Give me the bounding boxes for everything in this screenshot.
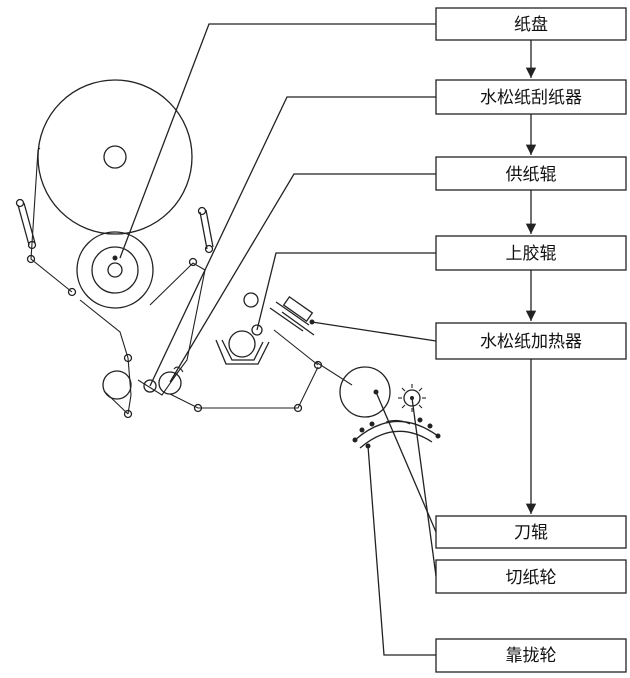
- label-paper-feed-roller: 供纸辊: [435, 156, 627, 191]
- label-wax-paper-heater: 水松纸加热器: [435, 322, 627, 360]
- label-wax-paper-scraper: 水松纸刮纸器: [435, 79, 627, 115]
- label-wax-paper-scraper-text: 水松纸刮纸器: [480, 88, 582, 108]
- label-paper-tray: 纸盘: [435, 7, 627, 41]
- label-paper-feed-roller-text: 供纸辊: [506, 165, 557, 185]
- tension-arms: [15, 198, 214, 254]
- heater: [269, 295, 315, 336]
- label-closing-wheel-text: 靠拢轮: [506, 646, 557, 666]
- leader-lines: [119, 23, 437, 656]
- label-paper-cutting-wheel-text: 切纸轮: [506, 568, 557, 588]
- label-wax-paper-heater-text: 水松纸加热器: [480, 332, 582, 352]
- label-glue-roller: 上胶辊: [435, 235, 627, 271]
- label-knife-roller: 刀辊: [435, 515, 627, 549]
- paper-web: [26, 147, 353, 419]
- paper-reel: [37, 79, 193, 309]
- cutting-unit: [339, 366, 441, 449]
- glue-unit: [215, 292, 270, 365]
- label-knife-roller-text: 刀辊: [514, 523, 548, 543]
- label-paper-cutting-wheel: 切纸轮: [435, 559, 627, 594]
- label-glue-roller-text: 上胶辊: [506, 244, 557, 264]
- label-closing-wheel: 靠拢轮: [435, 638, 627, 673]
- label-paper-tray-text: 纸盘: [514, 15, 548, 35]
